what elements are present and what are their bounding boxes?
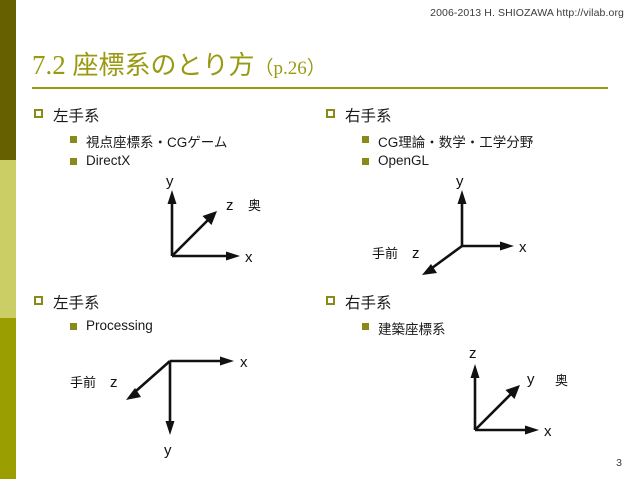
heading-label: 右手系 xyxy=(345,108,392,125)
axis-y-arrowhead xyxy=(457,190,467,204)
list-item: Processing xyxy=(70,318,153,333)
list-item-label: OpenGL xyxy=(378,153,430,168)
page-title: 7.2 座標系のとり方（p.26） xyxy=(32,45,326,82)
diagram-left-handed-processing-coords: x y z 手前 xyxy=(70,345,270,460)
axis-label-z: z xyxy=(226,197,234,214)
axis-y-arrowhead xyxy=(505,385,520,399)
list-item: 建築座標系 xyxy=(362,318,446,338)
heading-label: 左手系 xyxy=(53,108,100,125)
list-item-label: Processing xyxy=(86,318,153,333)
axis-label-z: z xyxy=(469,345,477,362)
axis-label-z: z xyxy=(412,245,420,262)
axis-label-x: x xyxy=(240,354,248,371)
axis-x-arrowhead xyxy=(525,425,539,435)
sidebar-segment-top xyxy=(0,0,16,160)
axis-x-arrowhead xyxy=(220,356,234,366)
solid-square-bullet-icon xyxy=(362,158,369,165)
solid-square-bullet-icon xyxy=(70,323,77,330)
axis-z-arrowhead xyxy=(470,364,480,378)
solid-square-bullet-icon xyxy=(70,136,77,143)
section-heading-top-right: 右手系 xyxy=(326,104,392,126)
axis-label-depth: 手前 xyxy=(70,375,96,390)
hollow-square-bullet-icon xyxy=(34,109,43,118)
diagram-right-handed-opengl-coords: y x z 手前 xyxy=(372,173,538,280)
axis-label-x: x xyxy=(245,249,253,266)
axis-x-arrowhead xyxy=(226,251,240,261)
list-item: CG理論・数学・工学分野 xyxy=(362,131,533,151)
axis-x-arrowhead xyxy=(500,241,514,251)
heading-label: 右手系 xyxy=(345,295,392,312)
solid-square-bullet-icon xyxy=(362,323,369,330)
title-underline-rule xyxy=(32,87,608,89)
list-item-label: 視点座標系・CGゲーム xyxy=(86,135,228,150)
axis-y-line xyxy=(474,393,512,431)
axis-label-x: x xyxy=(519,239,527,256)
section-heading-bottom-right: 右手系 xyxy=(326,291,392,313)
heading-label: 左手系 xyxy=(53,295,100,312)
axis-label-depth: 奥 xyxy=(555,373,568,388)
solid-square-bullet-icon xyxy=(70,158,77,165)
list-item: 視点座標系・CGゲーム xyxy=(70,131,227,151)
page-number: 3 xyxy=(616,457,622,469)
title-page-ref: （p.26） xyxy=(254,58,326,79)
axis-y-arrowhead xyxy=(165,421,175,435)
axis-label-z: z xyxy=(110,374,118,391)
section-heading-bottom-left: 左手系 xyxy=(34,291,100,313)
axis-z-line xyxy=(135,360,171,392)
axis-y-arrowhead xyxy=(167,190,177,204)
list-item-label: DirectX xyxy=(86,153,131,168)
axis-z-arrowhead xyxy=(422,264,437,275)
sidebar-segment-bottom xyxy=(0,318,16,479)
axis-label-x: x xyxy=(544,423,552,440)
list-item-label: 建築座標系 xyxy=(378,322,446,337)
diagram-right-handed-architecture-coords: z x y 奥 xyxy=(455,342,615,452)
axis-label-depth: 奥 xyxy=(248,198,261,213)
hollow-square-bullet-icon xyxy=(326,296,335,305)
hollow-square-bullet-icon xyxy=(326,109,335,118)
hollow-square-bullet-icon xyxy=(34,296,43,305)
axis-label-y: y xyxy=(527,371,535,388)
axis-z-line xyxy=(171,219,209,257)
axis-label-y: y xyxy=(456,173,464,190)
solid-square-bullet-icon xyxy=(362,136,369,143)
diagram-left-handed-view-coords: y x z 奥 xyxy=(150,173,300,273)
axis-z-arrowhead xyxy=(126,388,141,400)
axis-label-y: y xyxy=(166,173,174,190)
title-main: 座標系のとり方 xyxy=(72,50,255,80)
axis-z-line xyxy=(431,244,463,270)
copyright-credit: 2006-2013 H. SHIOZAWA http://vilab.org xyxy=(430,7,624,19)
decorative-sidebar xyxy=(0,0,16,479)
list-item: OpenGL xyxy=(362,153,429,168)
list-item: DirectX xyxy=(70,153,130,168)
list-item-label: CG理論・数学・工学分野 xyxy=(378,135,534,150)
section-heading-top-left: 左手系 xyxy=(34,104,100,126)
axis-z-arrowhead xyxy=(202,211,217,225)
title-number: 7.2 xyxy=(32,50,66,80)
sidebar-segment-middle xyxy=(0,160,16,318)
axis-label-depth: 手前 xyxy=(372,246,398,261)
axis-label-y: y xyxy=(164,442,172,459)
